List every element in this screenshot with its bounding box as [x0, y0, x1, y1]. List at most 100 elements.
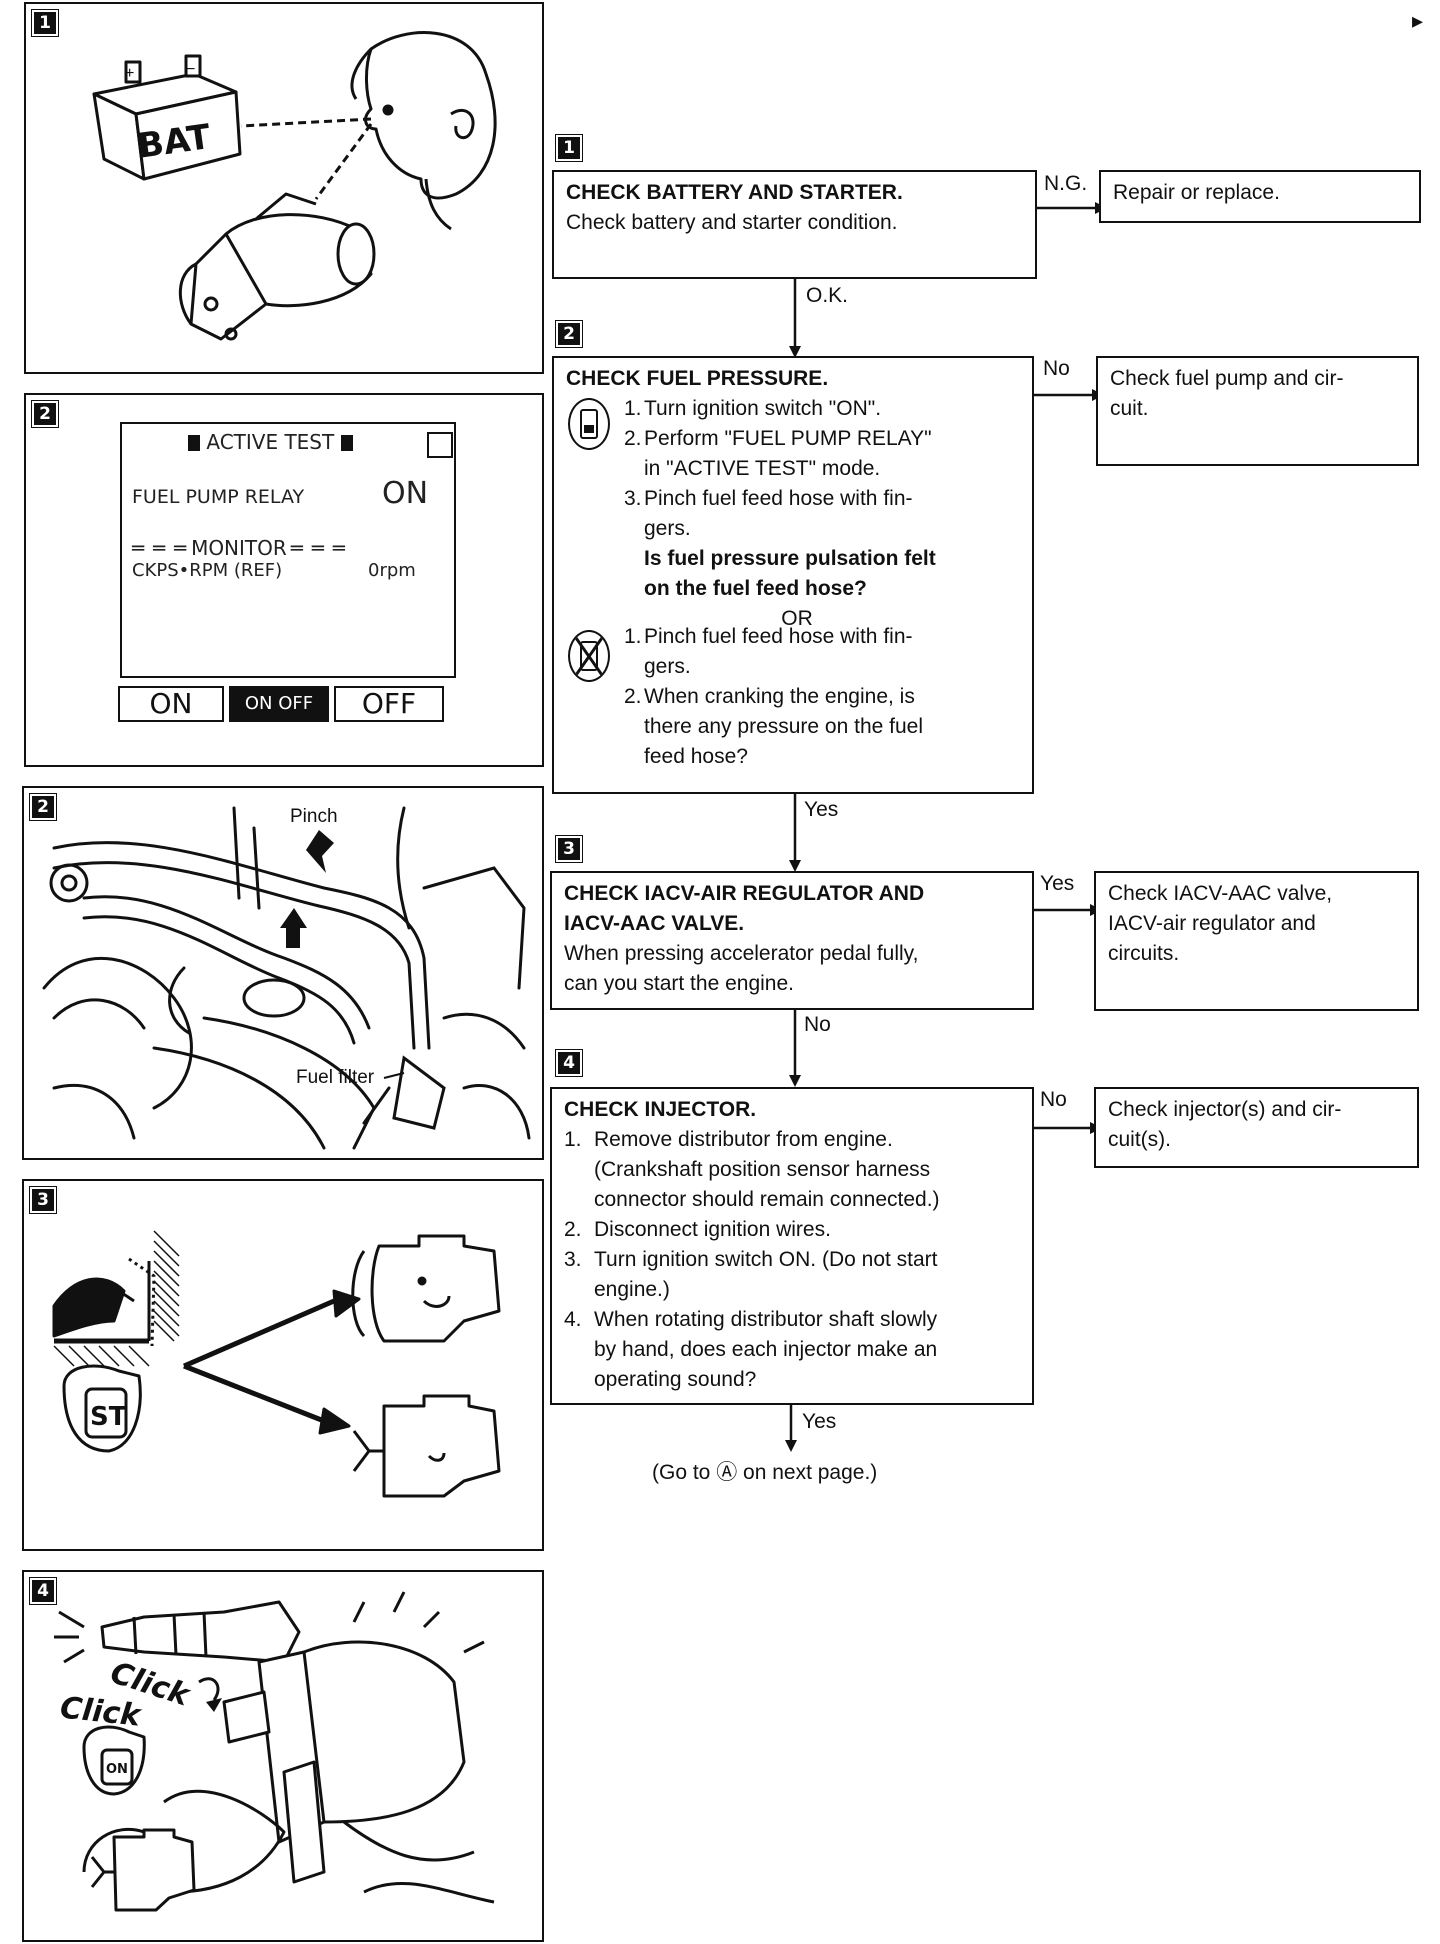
step3-box: CHECK IACV-AIR REGULATOR AND IACV-AAC VA… — [550, 871, 1034, 1010]
step2-num-3: 3. — [624, 487, 642, 510]
step4-title: CHECK INJECTOR. — [564, 1098, 757, 1121]
on-switch-label: ON — [106, 1762, 128, 1777]
battery-positive: + — [125, 65, 134, 82]
step4-line-7: When rotating distributor shaft slowly — [594, 1308, 938, 1331]
step4-yes-label: Yes — [802, 1410, 837, 1433]
figure-pinch-hose: 2 Pinch — [22, 786, 544, 1160]
step2-consult-step-2b: in "ACTIVE TEST" mode. — [644, 457, 881, 480]
step2-no-action-1: Check fuel pump and cir- — [1110, 367, 1344, 390]
step3-text-1: When pressing accelerator pedal fully, — [564, 942, 919, 965]
step3-yes-action-1: Check IACV-AAC valve, — [1108, 882, 1333, 905]
step2-yes-label: Yes — [804, 798, 839, 821]
step3-title-1: CHECK IACV-AIR REGULATOR AND — [564, 882, 925, 905]
step2-alt-num-1: 1. — [624, 625, 642, 648]
step4-line-1: Remove distributor from engine. — [594, 1128, 893, 1151]
step2-alt-item: there any pressure on the fuel — [566, 712, 1020, 742]
step4-item: 3. Turn ignition switch ON. (Do not start — [564, 1245, 1020, 1275]
step2-alt-step-1: Pinch fuel feed hose with fin- — [644, 625, 913, 648]
consult-icon — [568, 398, 610, 450]
step2-consult-step-1: Turn ignition switch "ON". — [644, 397, 882, 420]
step4-item: 2. Disconnect ignition wires. — [564, 1215, 1020, 1245]
consult-display: ACTIVE TEST FUEL PUMP RELAY ON ═ ═ ═ MON… — [120, 422, 456, 678]
step1-ok-label: O.K. — [806, 284, 849, 307]
step3-yes-box: Check IACV-AAC valve, IACV-air regulator… — [1094, 871, 1419, 1011]
step2-alt-item: gers. — [566, 652, 1020, 682]
step3-yes-action-3: circuits. — [1108, 942, 1180, 965]
test-item-value: ON — [382, 476, 429, 511]
step4-line-8: by hand, does each injector make an — [594, 1338, 938, 1361]
injector-distributor-drawing: Click Click ON — [54, 1591, 495, 1912]
step2-alt-num-2: 2. — [624, 685, 642, 708]
step2-num-2: 2. — [624, 427, 642, 450]
consult-off-button[interactable]: OFF — [334, 686, 444, 722]
test-item-label: FUEL PUMP RELAY — [132, 486, 305, 508]
step4-num-2: 2. — [564, 1218, 582, 1241]
goto-next-page: (Go to Ⓐ on next page.) — [652, 1461, 878, 1484]
step4-no-action-2: cuit(s). — [1108, 1128, 1171, 1151]
step4-num-3: 3. — [564, 1248, 582, 1271]
figure-accelerator-start: 3 — [22, 1179, 544, 1551]
step4-item: 1.Remove distributor from engine. — [564, 1125, 1020, 1155]
step4-no-action-1: Check injector(s) and cir- — [1108, 1098, 1342, 1121]
page-marker: ▸ — [1412, 8, 1424, 33]
step2-no-box: Check fuel pump and cir- cuit. — [1096, 356, 1419, 466]
click-label-2: Click — [58, 1690, 144, 1733]
step4-box: CHECK INJECTOR. 1.Remove distributor fro… — [550, 1087, 1034, 1405]
no-consult-icon — [568, 630, 610, 682]
battery-negative: − — [186, 61, 195, 78]
figure-badge: 2 — [31, 400, 59, 428]
start-switch-label: ST — [90, 1402, 127, 1432]
step4-line-4: Disconnect ignition wires. — [594, 1218, 831, 1241]
step2-alt-item: feed hose? — [566, 742, 1020, 772]
step2-no-label: No — [1043, 357, 1070, 380]
monitor-label: MONITOR — [191, 536, 287, 560]
step1-box: CHECK BATTERY AND STARTER. Check battery… — [552, 170, 1037, 279]
consult-onoff-button[interactable]: ON OFF — [229, 686, 329, 722]
step1-title: CHECK BATTERY AND STARTER. — [566, 181, 903, 204]
step4-item: connector should remain connected.) — [564, 1185, 1020, 1215]
figure-injector-click: 4 Click Click ON — [22, 1570, 544, 1942]
step2-question: Is fuel pressure pulsation felt — [566, 544, 1020, 574]
figure-badge: 2 — [29, 793, 57, 821]
step4-line-9: operating sound? — [594, 1368, 757, 1391]
step4-badge: 4 — [555, 1049, 583, 1077]
monitor-item-value: 0rpm — [368, 560, 416, 581]
step2-alt-step-1b: gers. — [644, 655, 691, 678]
step4-item: (Crankshaft position sensor harness — [564, 1155, 1020, 1185]
step3-text-2: can you start the engine. — [564, 972, 794, 995]
figure-badge: 1 — [31, 9, 59, 37]
step2-consult-step-2: Perform "FUEL PUMP RELAY" — [644, 427, 932, 450]
step1-text: Check battery and starter condition. — [566, 211, 898, 234]
figure-badge: 3 — [29, 1186, 57, 1214]
step1-ng-label: N.G. — [1044, 172, 1088, 195]
step2-alt-step-2b: there any pressure on the fuel — [644, 715, 924, 738]
figure-battery-starter: 1 BAT + − — [24, 2, 544, 374]
pinch-label: Pinch — [290, 806, 338, 827]
step2-badge: 2 — [555, 320, 583, 348]
figure-badge: 4 — [29, 1577, 57, 1605]
step2-question-line-2: on the fuel feed hose? — [644, 577, 867, 600]
step2-question: on the fuel feed hose? — [566, 574, 1020, 604]
engine-bay-drawing: Pinch Fuel filter — [42, 806, 531, 1150]
step4-line-5: Turn ignition switch ON. (Do not start — [594, 1248, 938, 1271]
step3-yes-action-2: IACV-air regulator and — [1108, 912, 1316, 935]
active-test-header: ACTIVE TEST — [188, 430, 353, 454]
step3-title-2: IACV-AAC VALVE. — [564, 912, 745, 935]
step3-no-label: No — [804, 1013, 831, 1036]
monitor-divider: ═ ═ ═ MONITOR ═ ═ ═ — [132, 536, 346, 560]
step4-line-6: engine.) — [594, 1278, 670, 1301]
step2-box: CHECK FUEL PRESSURE. 1.Turn ignition swi… — [552, 356, 1034, 794]
step2-question-line-1: Is fuel pressure pulsation felt — [644, 547, 936, 570]
step4-item: by hand, does each injector make an — [564, 1335, 1020, 1365]
consult-on-button[interactable]: ON — [118, 686, 224, 722]
step2-no-action-2: cuit. — [1110, 397, 1149, 420]
step3-yes-label: Yes — [1040, 872, 1075, 895]
fuel-filter-label: Fuel filter — [296, 1067, 375, 1088]
step2-consult-item: gers. — [566, 514, 1020, 544]
or-label: OR — [772, 604, 822, 634]
figure-consult-screen: 2 ACTIVE TEST FUEL PUMP RELAY ON ═ ═ ═ M… — [24, 393, 544, 767]
step4-no-box: Check injector(s) and cir- cuit(s). — [1094, 1087, 1419, 1168]
step4-no-label: No — [1040, 1088, 1067, 1111]
step4-line-3: connector should remain connected.) — [594, 1188, 940, 1211]
accelerator-start-drawing: ST — [52, 1230, 501, 1498]
